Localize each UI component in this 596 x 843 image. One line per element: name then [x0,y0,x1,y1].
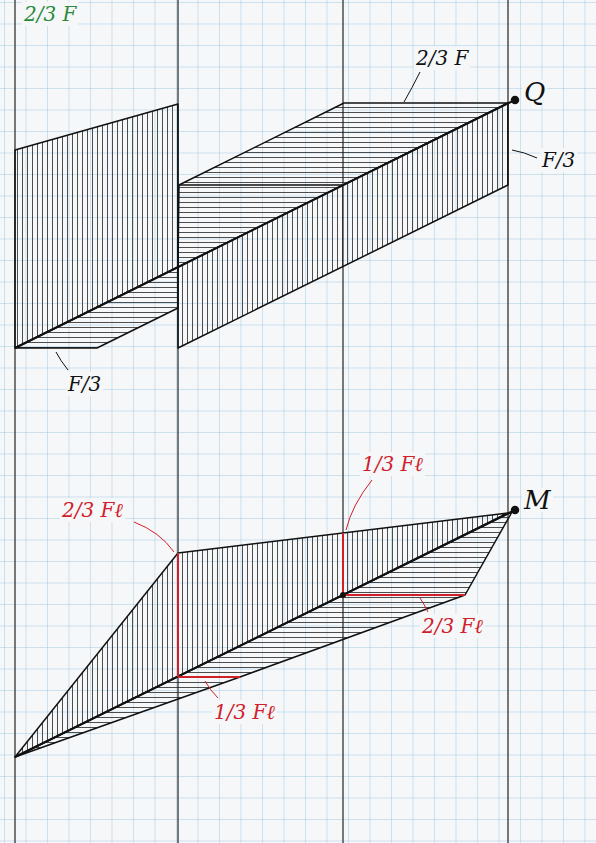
value-label: F/3 [66,372,103,396]
value-label: 2/3 Fℓ [420,614,485,638]
value-label: 2/3 F [22,2,78,26]
value-label: M [522,488,553,512]
value-label: F/3 [540,148,577,172]
value-label: 2/3 Fℓ [60,498,125,522]
leader-lines [56,72,537,370]
section-lines [15,0,508,843]
ordinate-marks [178,533,465,677]
leader-lines [134,480,428,698]
value-label: 2/3 F [414,46,470,70]
moment-diagram [15,507,519,758]
value-label: 1/3 Fℓ [360,452,425,476]
shear-diagram [15,97,519,349]
value-label: 1/3 Fℓ [212,700,277,724]
section-dot [340,592,346,598]
value-label: Q [522,80,547,104]
